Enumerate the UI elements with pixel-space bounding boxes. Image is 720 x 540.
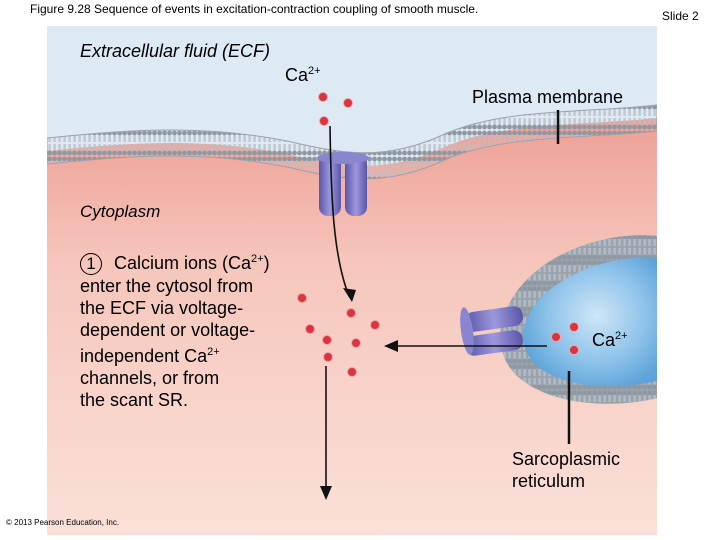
ca-symbol: Ca <box>592 330 616 350</box>
step-text: the scant SR. <box>80 390 189 411</box>
ecf-label: Extracellular fluid (ECF) <box>80 41 271 61</box>
arrows <box>320 125 547 500</box>
ca-ion <box>551 332 561 342</box>
step-number-badge: 1 <box>80 253 102 276</box>
step-text: enter the cytosol from <box>80 276 254 297</box>
ca-ion <box>318 92 328 102</box>
step-text: independent Ca <box>80 346 208 367</box>
figure-title: Figure 9.28 Sequence of events in excita… <box>30 2 479 16</box>
step-text: dependent or voltage- <box>80 320 256 341</box>
ca-ion <box>569 322 579 332</box>
ca-charge: 2+ <box>615 330 628 342</box>
sr-label-line: reticulum <box>512 471 586 491</box>
ca-ion <box>319 116 329 126</box>
slide-number: Slide 2 <box>662 9 699 23</box>
plasma-membrane-label: Plasma membrane <box>472 87 624 107</box>
plasma-membrane <box>47 104 657 180</box>
ca-ion <box>323 352 333 362</box>
copyright-notice: © 2013 Pearson Education, Inc. <box>6 518 120 527</box>
diagram-illustration <box>47 26 657 535</box>
step-text: Calcium ions (Ca <box>114 253 252 273</box>
ca-charge: 2+ <box>308 65 321 77</box>
ca-symbol: Ca <box>285 65 309 85</box>
calcium-ions <box>297 92 579 377</box>
sr-label-line: Sarcoplasmic <box>512 449 621 469</box>
ca-ion <box>347 367 357 377</box>
ca-ion <box>322 335 332 345</box>
ca-ion <box>343 98 353 108</box>
sr-channel <box>460 306 523 356</box>
ca-charge: 2+ <box>207 346 220 359</box>
step-text: ) <box>263 253 270 273</box>
influx-arrow <box>329 125 350 297</box>
cytoplasm-region <box>47 118 657 535</box>
ca-ion <box>569 345 579 355</box>
sarcoplasmic-reticulum-label: Sarcoplasmic reticulum <box>512 448 620 492</box>
ca-ion <box>351 338 361 348</box>
ca-ion <box>305 324 315 334</box>
step-text: the ECF via voltage- <box>80 298 244 319</box>
ca-ion-label-top: Ca2+ <box>285 65 321 86</box>
ca-ion-label-sr: Ca2+ <box>592 330 628 351</box>
step-text: channels, or from <box>80 368 220 389</box>
sr-lumen <box>523 257 657 387</box>
ca-charge: 2+ <box>251 253 264 265</box>
sr-bilayer <box>500 235 657 404</box>
ca-ion <box>370 320 380 330</box>
cytoplasm-label: Cytoplasm <box>80 202 161 221</box>
ca-ion <box>297 293 307 303</box>
ca-ion <box>346 308 356 318</box>
